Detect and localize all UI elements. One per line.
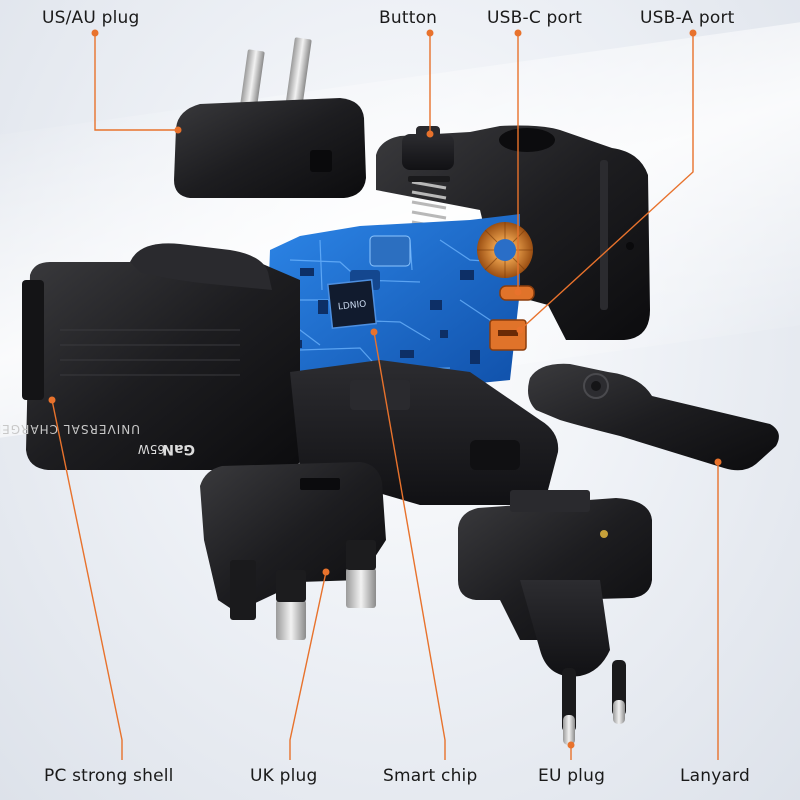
leader-uk-plug bbox=[289, 571, 327, 760]
label-usb-c-port: USB-C port bbox=[487, 8, 583, 28]
uk-plug bbox=[200, 462, 386, 640]
inductor-coil bbox=[477, 222, 533, 278]
shell-label-group: UNIVERSAL CHARGER GaN 65W bbox=[0, 422, 195, 457]
eu-plug bbox=[458, 490, 652, 745]
label-usb-a-port: USB-A port bbox=[640, 8, 735, 28]
label-pc-strong-shell: PC strong shell bbox=[44, 766, 174, 786]
label-us-au-plug: US/AU plug bbox=[42, 8, 140, 28]
shell-gan-text: GaN bbox=[162, 441, 195, 457]
dot-us-plug-target bbox=[174, 126, 182, 134]
leader-dots bbox=[48, 29, 722, 749]
leader-us-au-plug bbox=[94, 33, 178, 131]
dot-eu-plug bbox=[567, 741, 575, 749]
pc-strong-shell: UNIVERSAL CHARGER GaN 65W bbox=[0, 243, 300, 470]
shell-power-text: 65W bbox=[138, 442, 165, 456]
leader-smart-chip bbox=[373, 331, 446, 760]
dot-usb-a-port bbox=[689, 29, 697, 37]
leader-lines bbox=[51, 33, 719, 760]
pcb-board: LDNIO bbox=[266, 214, 533, 400]
dot-usb-c-port bbox=[514, 29, 522, 37]
shell-universal-charger-text: UNIVERSAL CHARGER bbox=[0, 422, 140, 436]
dot-smart-chip bbox=[370, 328, 378, 336]
dot-usb-c-target bbox=[514, 288, 522, 296]
label-uk-plug: UK plug bbox=[250, 766, 318, 786]
leader-pc-strong-shell bbox=[51, 399, 123, 760]
label-smart-chip: Smart chip bbox=[383, 766, 478, 786]
dot-lanyard bbox=[714, 458, 722, 466]
label-lanyard: Lanyard bbox=[680, 766, 751, 786]
chip-brand-text: LDNIO bbox=[338, 300, 367, 313]
dot-usb-a-target bbox=[516, 326, 524, 334]
dot-us-au-plug bbox=[91, 29, 99, 37]
smart-chip: LDNIO bbox=[326, 278, 378, 330]
label-button: Button bbox=[379, 8, 438, 28]
dot-uk-plug bbox=[322, 568, 330, 576]
lanyard bbox=[528, 363, 779, 471]
label-eu-plug: EU plug bbox=[538, 766, 606, 786]
button-spring-assembly bbox=[402, 126, 454, 240]
dot-pc-strong-shell bbox=[48, 396, 56, 404]
dot-button-target bbox=[426, 130, 434, 138]
dot-button bbox=[426, 29, 434, 37]
leader-usb-a-port bbox=[519, 33, 694, 331]
us-au-plug bbox=[174, 37, 366, 198]
